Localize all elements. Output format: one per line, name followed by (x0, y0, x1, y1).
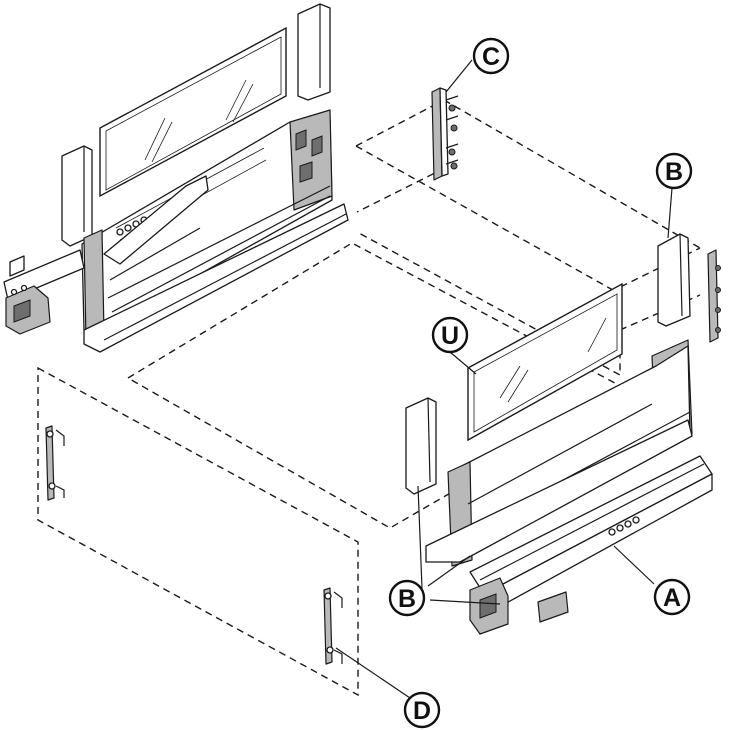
callout-c-label: C (482, 43, 500, 71)
drawer-side-right (425, 339, 693, 567)
rear-bracket-c (431, 87, 459, 181)
callout-a-label: A (663, 584, 681, 612)
glass-panel-upper (99, 26, 287, 198)
callout-c: C (472, 37, 510, 75)
drawer-side-left (81, 109, 349, 353)
cover-cap-b-upper (657, 233, 691, 327)
stabiliser-bracket-left (103, 175, 209, 265)
front-fitting-right (323, 587, 343, 665)
callout-u-label: U (441, 322, 459, 350)
rear-bracket-b (707, 249, 721, 343)
callout-b-lower-label: B (398, 585, 416, 613)
drawer-bottom-panel-outline (126, 242, 630, 529)
callout-b-upper: B (655, 152, 693, 190)
callout-b-upper-label: B (665, 158, 683, 186)
front-panel-outline (37, 366, 359, 697)
runner-left-front-hardware (3, 249, 85, 335)
rear-panel-outline (355, 98, 701, 377)
cover-cap-upper-rear (297, 3, 331, 101)
callout-a: A (653, 578, 691, 616)
callout-d: D (403, 691, 441, 729)
front-fitting-left (45, 425, 65, 501)
callout-u: U (431, 316, 469, 354)
leader-lines (335, 59, 673, 699)
glass-panel-u (467, 282, 623, 442)
callout-d-label: D (413, 697, 431, 725)
cover-cap-left (61, 145, 93, 247)
screw-set-c (448, 104, 458, 170)
runner-a (469, 455, 713, 635)
callout-b-lower: B (388, 579, 426, 617)
cover-cap-b-lower (405, 397, 437, 495)
